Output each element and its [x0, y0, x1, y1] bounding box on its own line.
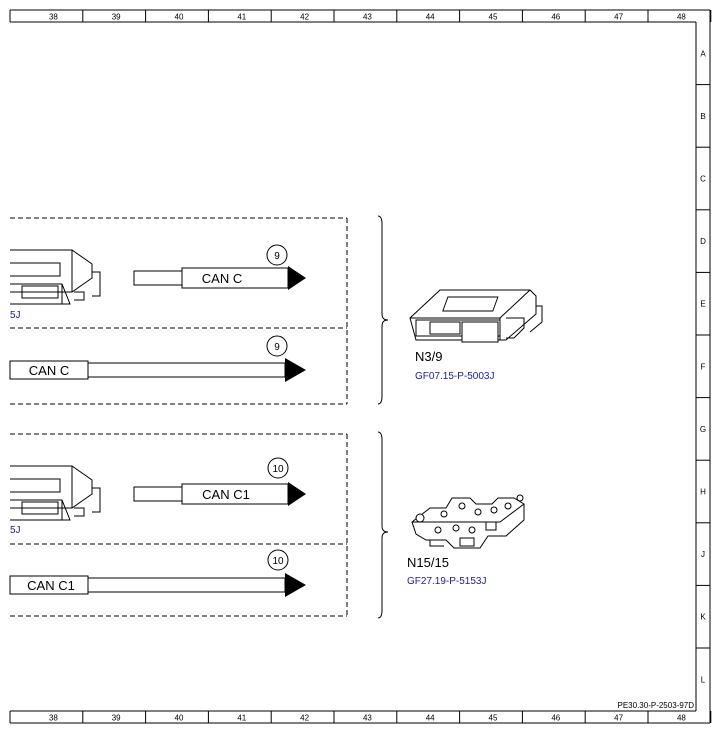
group-1-dashed-frame [10, 217, 348, 405]
row-labels: A B C D E F G H J K L [700, 49, 706, 684]
frame-border [9, 9, 711, 724]
row-label: L [701, 675, 706, 684]
signal-box [9, 360, 89, 380]
group-1-partial-ref: 5J [10, 310, 21, 321]
column-label: 40 [175, 13, 184, 22]
connection-number-circle [266, 244, 288, 266]
column-label: 48 [677, 13, 686, 22]
column-label: 46 [551, 714, 560, 723]
column-label: 47 [614, 714, 623, 723]
column-label: 45 [489, 714, 498, 723]
connection-number: 9 [274, 342, 280, 353]
connection-number-circle [266, 335, 288, 357]
signal-label: CAN C1 [27, 578, 75, 593]
column-label: 39 [112, 13, 121, 22]
connection-number: 10 [272, 464, 284, 475]
group-1: 5J CAN C 9 CAN C 9 [9, 215, 543, 405]
signal-label: CAN C [29, 363, 69, 378]
column-label: 40 [175, 714, 184, 723]
wire-stub [133, 486, 183, 502]
connection-number: 9 [274, 251, 280, 262]
n15-15-module-icon [411, 494, 525, 549]
row-label: B [700, 112, 705, 121]
row-label: C [700, 175, 706, 184]
column-label: 47 [614, 13, 623, 22]
n15-15-code: N15/15 [407, 555, 449, 570]
column-labels-bottom: 38 39 40 41 42 43 44 45 46 47 48 [49, 714, 686, 723]
row-label: H [700, 488, 706, 497]
column-label: 38 [49, 13, 58, 22]
group-2-partial-module-icon [10, 465, 101, 521]
row-dividers [696, 84, 710, 649]
group-2: 5J CAN C1 10 CAN C1 10 [9, 431, 525, 619]
group-2-brace [377, 431, 389, 619]
signal-label: CAN C [202, 271, 242, 286]
row-label: F [701, 362, 706, 371]
column-label: 41 [237, 13, 246, 22]
row-label: E [700, 300, 705, 309]
group-1-brace [377, 215, 389, 405]
group-2-partial-ref: 5J [10, 525, 21, 536]
group-1-bottom-signal: CAN C 9 [9, 335, 306, 382]
connection-number-circle [267, 457, 289, 479]
column-label: 48 [677, 714, 686, 723]
n3-9-ref: GF07.15-P-5003J [415, 371, 495, 382]
column-label: 43 [363, 714, 372, 723]
group-1-top-signal: CAN C 9 [133, 244, 306, 290]
n15-15-ref: GF27.19-P-5153J [407, 576, 487, 587]
row-label: D [700, 237, 706, 246]
arrow-head-icon [288, 482, 306, 506]
column-label: 42 [300, 714, 309, 723]
group-2-top-signal: CAN C1 10 [133, 457, 306, 506]
group-1-partial-module-icon [10, 249, 101, 305]
group-2-bottom-signal: CAN C1 10 [9, 549, 306, 597]
row-label: J [701, 550, 705, 559]
row-label: A [700, 49, 706, 58]
column-dividers [82, 10, 712, 723]
row-label: K [700, 613, 706, 622]
n3-9-module-icon [409, 289, 543, 343]
column-label: 43 [363, 13, 372, 22]
arrow-head-icon [288, 266, 306, 290]
row-label: G [700, 425, 706, 434]
column-label: 45 [489, 13, 498, 22]
column-label: 46 [551, 13, 560, 22]
wire-stub [133, 270, 183, 286]
group-2-dashed-frame [10, 433, 348, 617]
connection-number: 10 [272, 556, 284, 567]
column-label: 39 [112, 714, 121, 723]
column-label: 44 [426, 714, 435, 723]
column-label: 41 [237, 714, 246, 723]
drawing-number: PE30.30-P-2503-97D [618, 701, 695, 710]
connection-number-circle [267, 549, 289, 571]
column-labels-top: 38 39 40 41 42 43 44 45 46 47 48 [49, 13, 686, 22]
arrow-head-icon [285, 573, 306, 597]
column-label: 44 [426, 13, 435, 22]
arrow-head-icon [285, 358, 306, 382]
signal-label: CAN C1 [202, 487, 250, 502]
column-label: 42 [300, 13, 309, 22]
column-label: 38 [49, 714, 58, 723]
n3-9-code: N3/9 [415, 349, 442, 364]
signal-box [9, 575, 89, 595]
